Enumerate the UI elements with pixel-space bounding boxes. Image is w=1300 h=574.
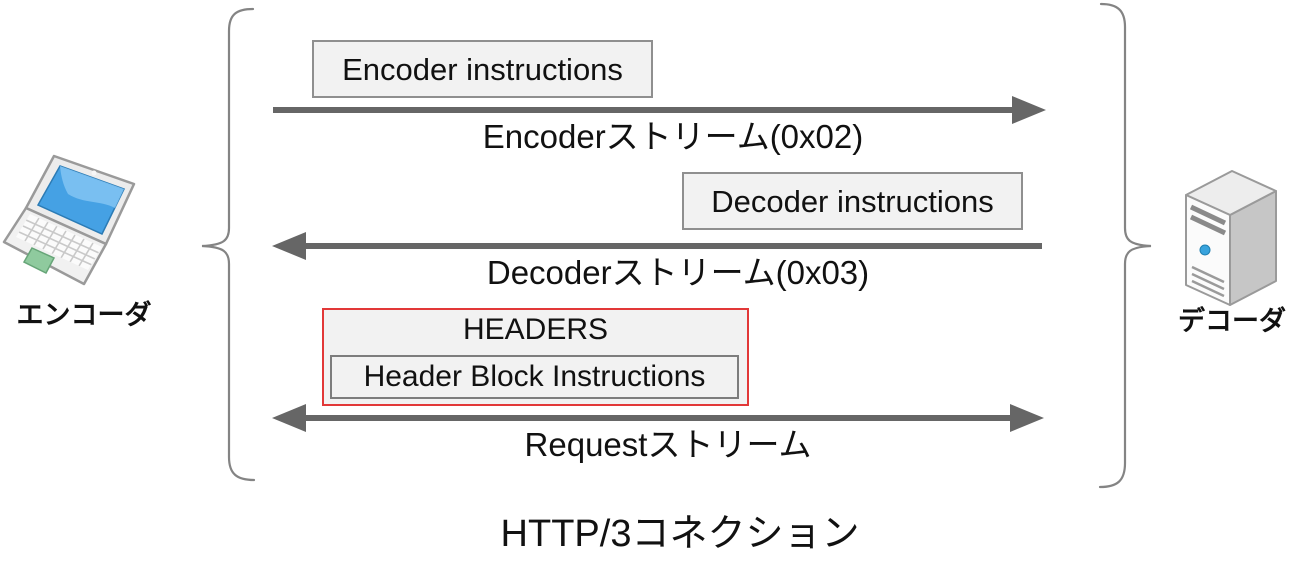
laptop-icon <box>2 154 136 286</box>
laptop-camera-dot <box>91 170 97 176</box>
header-block-instructions-box: Header Block Instructions <box>330 355 739 399</box>
laptop-keyboard-grid <box>18 217 100 267</box>
right-brace <box>1098 2 1152 489</box>
encoder-node-label: エンコーダ <box>16 300 152 330</box>
laptop-touchpad <box>22 247 56 274</box>
request-stream-label: Requestストリーム <box>524 426 812 463</box>
encoder-instructions-label: Encoder instructions <box>342 51 623 87</box>
header-block-instructions-label: Header Block Instructions <box>363 360 706 393</box>
request-stream-arrowhead-right <box>1010 404 1044 432</box>
encoder-stream-arrow <box>273 96 1046 124</box>
decoder-stream-arrowhead <box>272 232 306 260</box>
decoder-node-label: デコーダ <box>1178 306 1286 336</box>
headers-frame-box: HEADERS Header Block Instructions <box>322 308 749 406</box>
decoder-instructions-box: Decoder instructions <box>682 172 1023 230</box>
left-brace <box>201 7 256 482</box>
encoder-stream-arrowhead <box>1012 96 1046 124</box>
server-icon <box>1185 170 1277 306</box>
laptop-screen-glare <box>60 166 124 208</box>
encoder-instructions-box: Encoder instructions <box>312 40 653 98</box>
server-lower-vents <box>1191 265 1225 298</box>
server-power-button <box>1199 244 1211 256</box>
decoder-stream-label: Decoderストリーム(0x03) <box>486 254 870 291</box>
decoder-stream-arrow <box>272 232 1042 260</box>
decoder-instructions-label: Decoder instructions <box>711 183 994 219</box>
request-stream-arrowhead-left <box>272 404 306 432</box>
request-stream-arrow <box>272 404 1044 432</box>
encoder-stream-label: Encoderストリーム(0x02) <box>482 118 864 155</box>
connection-title: HTTP/3コネクション <box>500 513 860 555</box>
headers-frame-label: HEADERS <box>462 313 609 346</box>
server-upper-vents <box>1189 204 1227 236</box>
